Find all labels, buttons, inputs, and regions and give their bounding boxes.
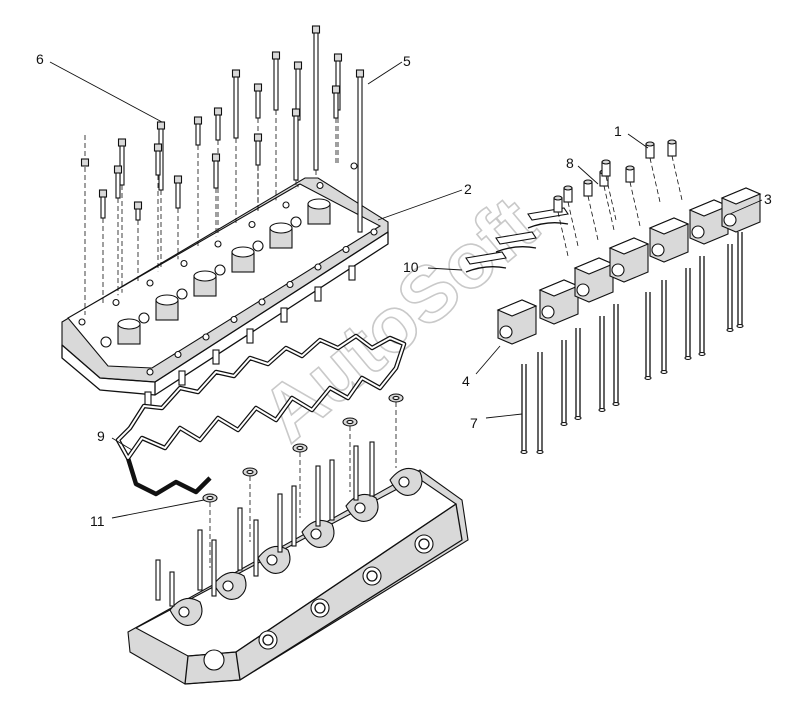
- lower-stud: [329, 459, 335, 521]
- callout-2: 2: [464, 181, 472, 197]
- lower-stud: [197, 529, 203, 591]
- port-hole: [310, 598, 330, 618]
- head-bolt: [233, 75, 239, 139]
- lower-stud: [353, 445, 359, 501]
- head-bolt: [100, 195, 106, 219]
- stud: [314, 286, 322, 302]
- head-bolt: [255, 139, 261, 166]
- callout-6: 6: [36, 51, 44, 67]
- stud: [144, 391, 152, 407]
- lower-stud: [291, 485, 297, 547]
- rocker-assembly: [465, 139, 762, 455]
- front-boss: [203, 649, 225, 671]
- callout-11: 11: [90, 513, 105, 529]
- stud: [178, 370, 186, 386]
- callout-3: 3: [764, 191, 772, 207]
- lower-stud: [155, 559, 161, 601]
- port-hole: [414, 534, 434, 554]
- head-bolt: [195, 122, 201, 146]
- callout-labels: 1 2 3 4 5 6 7 8 9 10 11: [36, 51, 772, 529]
- head-bolt: [357, 75, 363, 233]
- lower-stud: [211, 539, 217, 597]
- callout-10: 10: [403, 259, 419, 275]
- head-bolt: [313, 31, 319, 171]
- callout-9: 9: [97, 428, 105, 444]
- lower-stud: [369, 441, 375, 497]
- port-hole: [258, 630, 278, 650]
- lower-stud: [237, 507, 243, 571]
- cylinder-head-lower: [127, 393, 469, 685]
- callout-7: 7: [470, 415, 478, 431]
- rocker-lever: [465, 251, 507, 265]
- head-bolt: [293, 114, 299, 181]
- stud: [348, 265, 356, 281]
- stud: [246, 328, 254, 344]
- head-bolt: [255, 89, 261, 119]
- head-bolts: [80, 25, 365, 315]
- lower-stud: [253, 519, 259, 577]
- callout-8: 8: [566, 155, 574, 171]
- callout-leaders: [49, 61, 763, 519]
- lower-stud: [169, 571, 175, 607]
- head-bolt: [119, 144, 125, 186]
- valve-cover-gasket: [115, 333, 407, 497]
- lower-stud: [277, 493, 283, 553]
- callout-1: 1: [614, 123, 622, 139]
- head-bolt: [213, 159, 219, 189]
- head-bolt: [155, 149, 161, 176]
- stud: [212, 349, 220, 365]
- head-bolt: [115, 171, 121, 199]
- stud: [280, 307, 288, 323]
- head-bolt: [135, 207, 141, 221]
- callout-4: 4: [462, 373, 470, 389]
- rocker-lever: [495, 231, 537, 245]
- cylinder-head-upper: [61, 162, 389, 407]
- head-bolt: [273, 57, 279, 111]
- lower-stud: [315, 465, 321, 527]
- port-hole: [362, 566, 382, 586]
- head-bolt: [175, 181, 181, 209]
- head-bolt: [215, 113, 221, 141]
- head-bolt: [333, 91, 339, 119]
- callout-5: 5: [403, 53, 411, 69]
